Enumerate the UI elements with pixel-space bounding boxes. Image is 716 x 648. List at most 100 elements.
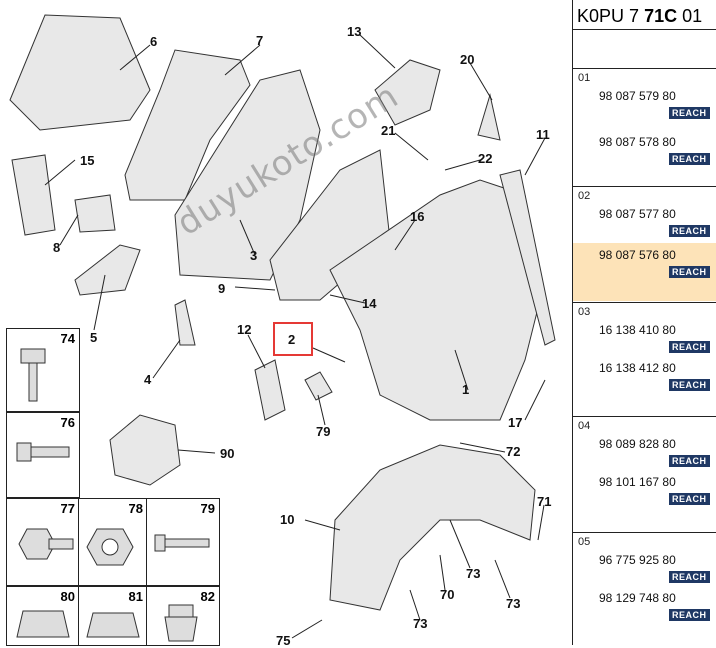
label-73a[interactable]: 73 <box>466 566 481 581</box>
hardware-box-label: 76 <box>60 415 75 430</box>
label-11[interactable]: 11 <box>536 127 550 142</box>
bolt-icon <box>20 348 46 402</box>
part-5-shape <box>74 244 141 296</box>
part-row[interactable]: 98 087 579 80 REACH <box>573 89 716 135</box>
label-21[interactable]: 21 <box>381 123 396 138</box>
hex-bolt-icon <box>18 528 74 560</box>
group-01: 01 98 087 579 80 REACH 98 087 578 80 REA… <box>573 69 716 187</box>
hardware-box-82[interactable]: 82 <box>146 586 220 646</box>
part-79-shape <box>304 371 333 401</box>
hardware-box-label: 77 <box>60 501 75 516</box>
part-7-shape <box>124 49 251 201</box>
parts-list-panel: K0PU 7 71C 01 01 98 087 579 80 REACH 98 … <box>572 0 716 645</box>
part-1-fender-shape <box>329 179 541 421</box>
group-number: 01 <box>578 72 591 84</box>
hardware-box-label: 74 <box>60 331 75 346</box>
label-71[interactable]: 71 <box>537 494 552 509</box>
hardware-box-77[interactable]: 77 <box>6 498 80 586</box>
label-1[interactable]: 1 <box>462 382 470 397</box>
label-73c[interactable]: 73 <box>413 616 428 631</box>
hardware-box-81[interactable]: 81 <box>78 586 148 646</box>
block-icon <box>86 612 140 638</box>
label-12[interactable]: 12 <box>237 322 252 337</box>
part-number: 98 101 167 80 <box>599 475 676 489</box>
reach-badge: REACH <box>669 609 710 621</box>
label-75[interactable]: 75 <box>276 633 291 648</box>
reference-header: K0PU 7 71C 01 <box>573 0 716 30</box>
label-79[interactable]: 79 <box>316 424 331 439</box>
label-73b[interactable]: 73 <box>506 596 521 611</box>
reach-badge: REACH <box>669 107 710 119</box>
hardware-box-80[interactable]: 80 <box>6 586 80 646</box>
part-row[interactable]: 16 138 410 80 REACH <box>573 323 716 369</box>
reach-badge: REACH <box>669 266 710 278</box>
label-10[interactable]: 10 <box>280 512 295 527</box>
part-20-shape <box>477 93 501 141</box>
part-row[interactable]: 98 087 577 80 REACH <box>573 207 716 243</box>
header-spacer <box>573 30 716 69</box>
part-15-shape <box>11 154 56 236</box>
part-number: 98 087 578 80 <box>599 135 676 149</box>
part-10-liner-shape <box>329 444 536 611</box>
label-8[interactable]: 8 <box>53 240 61 255</box>
part-row[interactable]: 98 101 167 80 REACH <box>573 475 716 521</box>
part-number: 98 089 828 80 <box>599 437 676 451</box>
reference-suffix: 01 <box>682 6 703 26</box>
block-icon <box>16 610 70 638</box>
group-number: 03 <box>578 306 591 318</box>
part-4-shape <box>174 299 196 346</box>
hardware-box-76[interactable]: 76 <box>6 412 80 498</box>
hardware-box-label: 81 <box>128 589 143 604</box>
label-6[interactable]: 6 <box>150 34 158 49</box>
group-05: 05 96 775 925 80 REACH 98 129 748 80 REA… <box>573 533 716 645</box>
label-90[interactable]: 90 <box>220 446 235 461</box>
label-70[interactable]: 70 <box>440 587 455 602</box>
label-13[interactable]: 13 <box>347 24 362 39</box>
reach-badge: REACH <box>669 493 710 505</box>
part-row-selected[interactable]: 98 087 576 80 REACH <box>573 243 716 301</box>
part-12-shape <box>254 359 286 421</box>
part-11-shape <box>499 169 556 346</box>
hardware-box-label: 80 <box>60 589 75 604</box>
reach-badge: REACH <box>669 571 710 583</box>
reach-badge: REACH <box>669 341 710 353</box>
part-3-shape <box>174 69 321 281</box>
label-2[interactable]: 2 <box>288 332 296 347</box>
part-row[interactable]: 98 087 578 80 REACH <box>573 135 716 181</box>
part-number: 98 087 576 80 <box>599 248 676 262</box>
label-9[interactable]: 9 <box>218 281 226 296</box>
bolt-icon <box>16 442 70 462</box>
label-16[interactable]: 16 <box>410 209 425 224</box>
label-3[interactable]: 3 <box>250 248 258 263</box>
part-row[interactable]: 96 775 925 80 REACH <box>573 553 716 599</box>
hardware-box-label: 82 <box>200 589 215 604</box>
label-14[interactable]: 14 <box>362 296 377 311</box>
part-90-shape <box>109 414 181 486</box>
label-7[interactable]: 7 <box>256 33 264 48</box>
label-4[interactable]: 4 <box>144 372 152 387</box>
label-15[interactable]: 15 <box>80 153 95 168</box>
part-row[interactable]: 98 129 748 80 REACH <box>573 591 716 637</box>
part-row[interactable]: 98 089 828 80 REACH <box>573 437 716 483</box>
group-03: 03 16 138 410 80 REACH 16 138 412 80 REA… <box>573 303 716 417</box>
label-72[interactable]: 72 <box>506 444 521 459</box>
label-20[interactable]: 20 <box>460 52 475 67</box>
hardware-box-74[interactable]: 74 <box>6 328 80 412</box>
hardware-box-79[interactable]: 79 <box>146 498 220 586</box>
part-row[interactable]: 16 138 412 80 REACH <box>573 361 716 407</box>
part-number: 96 775 925 80 <box>599 553 676 567</box>
reach-badge: REACH <box>669 455 710 467</box>
label-5[interactable]: 5 <box>90 330 98 345</box>
part-13-shape <box>374 59 441 126</box>
hardware-box-78[interactable]: 78 <box>78 498 148 586</box>
label-17[interactable]: 17 <box>508 415 523 430</box>
part-number: 98 087 579 80 <box>599 89 676 103</box>
label-22[interactable]: 22 <box>478 151 493 166</box>
reach-badge: REACH <box>669 153 710 165</box>
group-04: 04 98 089 828 80 REACH 98 101 167 80 REA… <box>573 417 716 533</box>
reference-prefix: K0PU 7 <box>577 6 640 26</box>
reach-badge: REACH <box>669 225 710 237</box>
rivet-icon <box>154 534 210 552</box>
hardware-box-label: 78 <box>128 501 143 516</box>
highlight-callout-2 <box>273 322 313 356</box>
